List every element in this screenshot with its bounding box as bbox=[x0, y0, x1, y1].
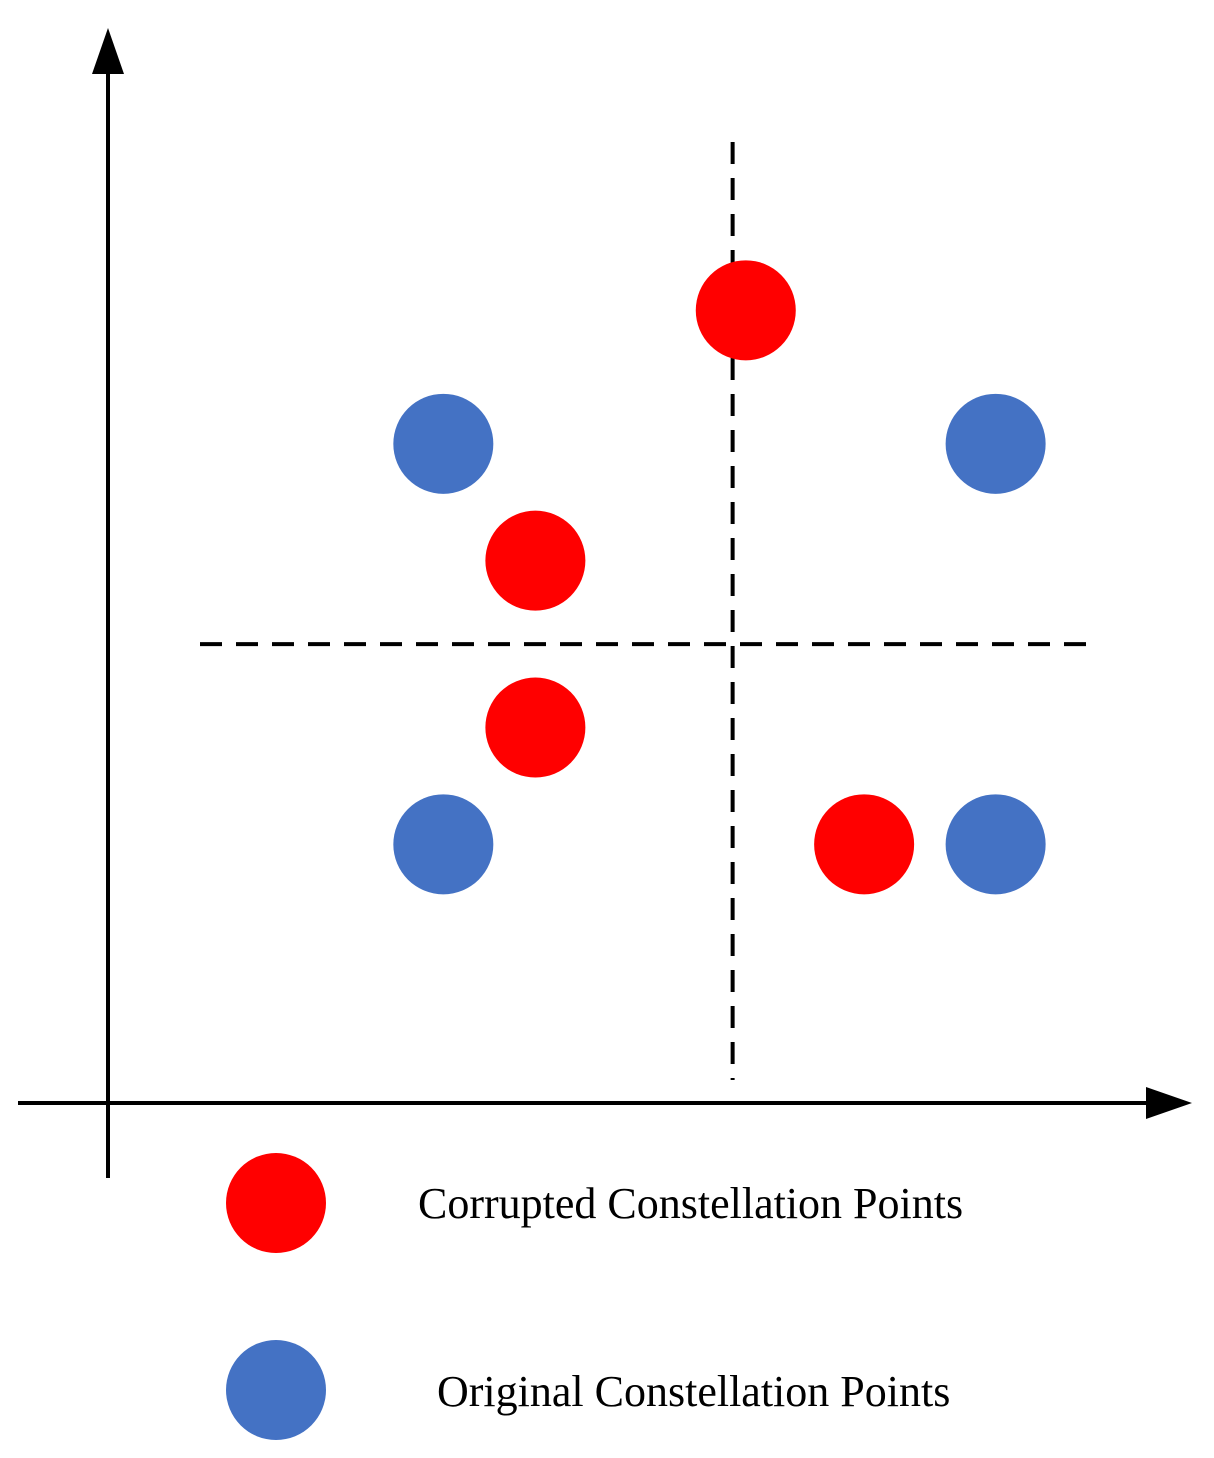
corrupted-point-0 bbox=[695, 260, 796, 361]
legend-label-corrupted: Corrupted Constellation Points bbox=[418, 1179, 964, 1228]
original-point-2 bbox=[393, 794, 494, 895]
original-point-0 bbox=[393, 393, 494, 494]
corrupted-point-2 bbox=[485, 677, 586, 778]
original-point-3 bbox=[945, 794, 1046, 895]
x-axis-arrow-icon bbox=[1146, 1087, 1192, 1119]
legend-swatch-corrupted bbox=[226, 1153, 326, 1253]
data-points bbox=[393, 260, 1046, 895]
original-point-1 bbox=[945, 393, 1046, 494]
legend-swatch-original bbox=[226, 1340, 326, 1440]
corrupted-point-1 bbox=[485, 510, 586, 611]
corrupted-point-3 bbox=[814, 794, 915, 895]
y-axis-arrow-icon bbox=[92, 28, 124, 74]
legend-label-original: Original Constellation Points bbox=[437, 1367, 951, 1416]
